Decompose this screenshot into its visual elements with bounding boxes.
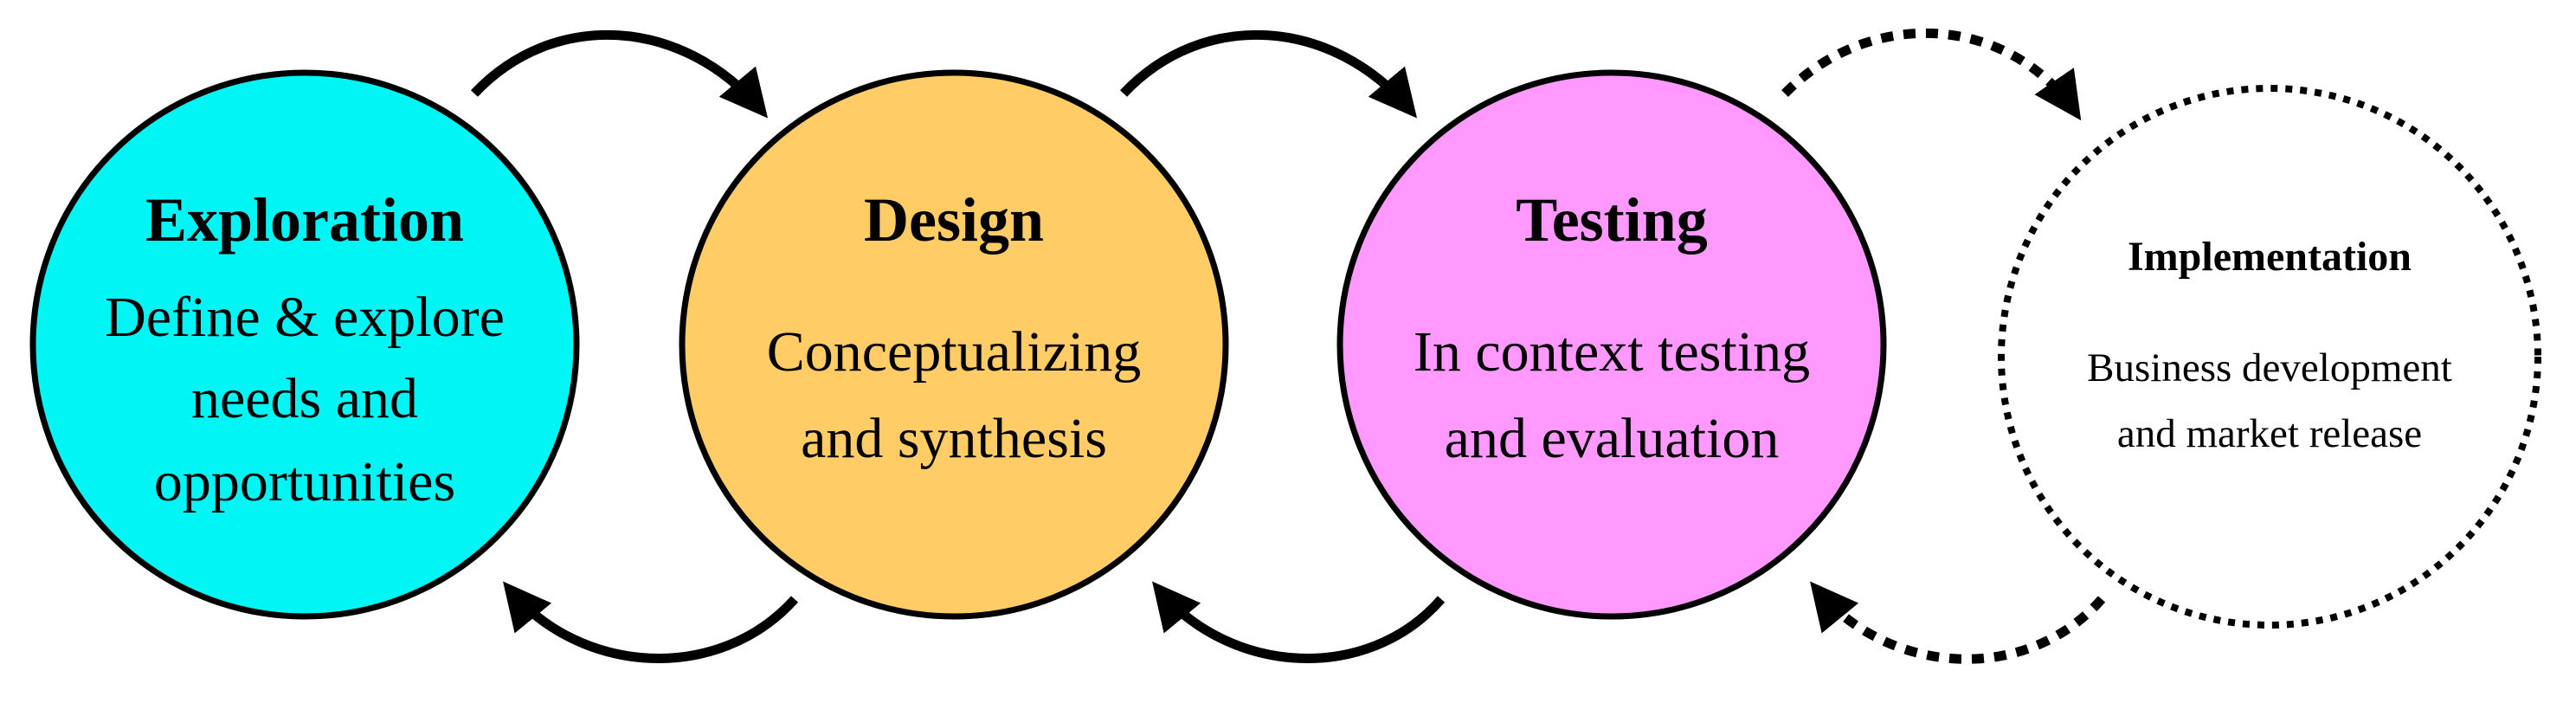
testing-line-1: In context testing [1414,320,1810,384]
implementation-circle [1998,85,2541,629]
exploration-line-1: Define & explore [105,286,505,349]
exploration-circle [29,69,580,620]
exploration-line-3: opportunities [154,450,455,513]
forward-arrow-design-to-testing [1119,29,1418,119]
implementation-title: Implementation [2128,234,2412,280]
stage-implementation: Implementation Business development and … [1998,85,2541,629]
design-circle [679,69,1229,620]
testing-circle [1336,69,1887,620]
exploration-line-2: needs and [191,367,418,430]
backward-arrow-design-to-exploration [503,581,799,663]
testing-title: Testing [1516,185,1707,255]
stage-exploration: Exploration Define & explore needs and o… [29,69,580,620]
design-title: Design [864,185,1044,255]
stage-design: Design Conceptualizing and synthesis [679,69,1229,620]
design-line-2: and synthesis [801,407,1107,470]
testing-line-2: and evaluation [1445,407,1780,470]
implementation-line-1: Business development [2087,345,2452,390]
forward-arrow-exploration-to-design [470,29,769,119]
design-line-1: Conceptualizing [767,320,1142,384]
backward-arrow-implementation-to-testing [1810,581,2106,664]
forward-arrow-testing-to-implementation [1781,28,2082,121]
implementation-line-2: and market release [2117,411,2422,456]
exploration-title: Exploration [145,185,464,255]
backward-arrow-testing-to-design [1152,581,1446,663]
stage-testing: Testing In context testing and evaluatio… [1336,69,1887,620]
